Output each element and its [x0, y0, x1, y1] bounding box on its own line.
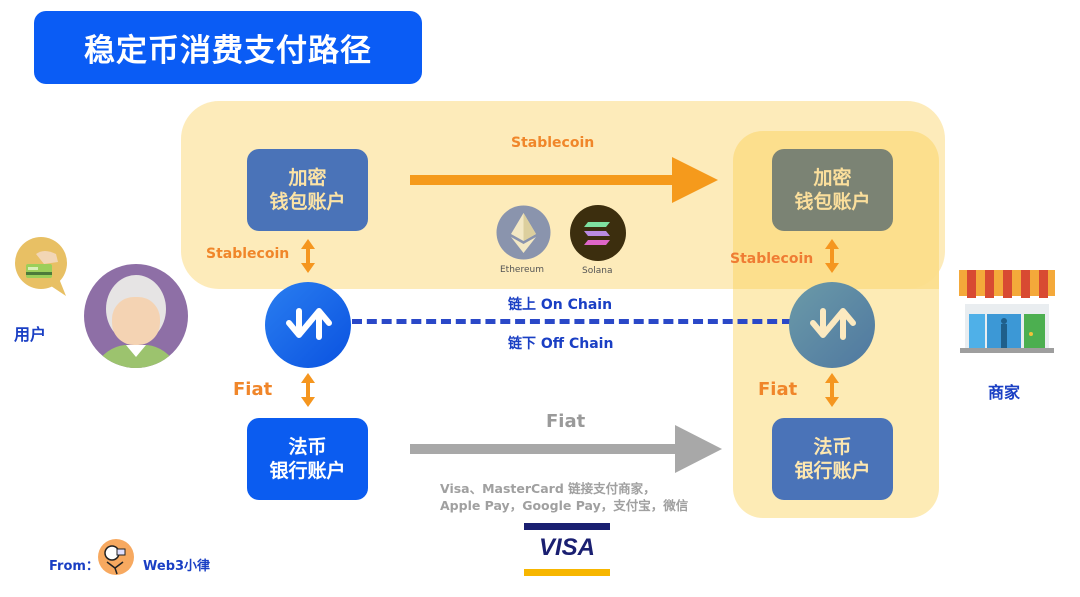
merchant-fiat-label: Fiat — [758, 379, 798, 400]
ethereum-caption: Ethereum — [500, 265, 544, 275]
user-bank-account: 法币 银行账户 — [247, 418, 368, 500]
user-swap-icon — [265, 282, 351, 368]
merchant-fiat-double-arrow-icon — [824, 373, 840, 411]
merchant-swap-icon — [789, 282, 875, 368]
user-fiat-label: Fiat — [233, 379, 273, 400]
user-bank-line1: 法币 — [288, 436, 327, 458]
user-fiat-double-arrow-icon — [300, 373, 316, 411]
title-banner: 稳定币消费支付路径 — [34, 11, 422, 84]
payment-methods-line2: Apple Pay，Google Pay，支付宝，微信 — [440, 498, 689, 513]
merchant-crypto-wallet: 加密 钱包账户 — [772, 149, 893, 231]
merchant-bank-line1: 法币 — [813, 436, 852, 458]
solana-caption: Solana — [582, 266, 613, 276]
stablecoin-flow-label: Stablecoin — [511, 135, 595, 151]
fiat-flow-arrow — [410, 425, 722, 477]
user-label: 用户 — [14, 325, 47, 344]
user-wallet-line2: 钱包账户 — [269, 191, 346, 213]
user-crypto-wallet: 加密 钱包账户 — [247, 149, 368, 231]
on-off-chain-divider — [352, 319, 792, 330]
user-wallet-line1: 加密 — [288, 167, 327, 189]
merchant-stablecoin-label: Stablecoin — [730, 251, 814, 267]
user-stablecoin-label: Stablecoin — [206, 246, 290, 262]
from-label: From： — [49, 559, 99, 574]
merchant-bank-account: 法币 银行账户 — [772, 418, 893, 500]
user-stablecoin-double-arrow-icon — [300, 239, 316, 277]
off-chain-label: 链下 Off Chain — [508, 336, 614, 352]
visa-logo-text: VISA — [538, 534, 595, 561]
fiat-flow-label: Fiat — [546, 411, 586, 432]
merchant-wallet-line2: 钱包账户 — [794, 191, 871, 213]
merchant-stablecoin-double-arrow-icon — [824, 239, 840, 277]
merchant-label: 商家 — [988, 383, 1021, 402]
author-avatar — [97, 538, 135, 576]
merchant-wallet-line1: 加密 — [813, 167, 852, 189]
payment-methods-line1: Visa、MasterCard 链接支付商家， — [440, 481, 656, 496]
page-title: 稳定币消费支付路径 — [84, 33, 372, 69]
card-payment-bubble-icon — [14, 236, 72, 300]
on-chain-label: 链上 On Chain — [508, 297, 613, 313]
merchant-bank-line2: 银行账户 — [794, 460, 871, 482]
payment-methods-note: Visa、MasterCard 链接支付商家， Apple Pay，Google… — [440, 480, 688, 514]
visa-logo: VISA — [523, 522, 611, 578]
author-name: Web3小律 — [143, 559, 211, 574]
ethereum-icon — [496, 205, 551, 260]
solana-icon — [570, 205, 626, 261]
user-avatar — [83, 263, 189, 369]
stablecoin-flow-arrow — [410, 157, 720, 207]
store-icon — [957, 268, 1057, 358]
user-bank-line2: 银行账户 — [269, 460, 346, 482]
